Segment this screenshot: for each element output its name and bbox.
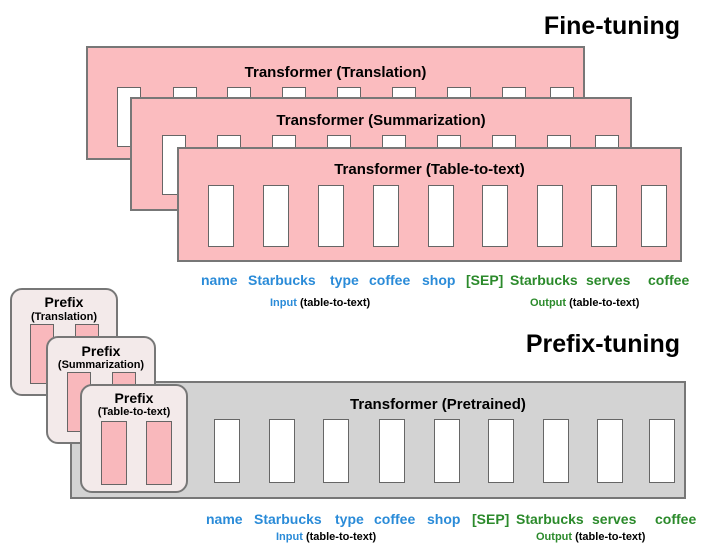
prefix-summarization-subtitle: (Summarization) <box>57 359 145 371</box>
token-slot <box>208 185 234 247</box>
token-slot <box>543 419 569 483</box>
token-slot <box>428 185 454 247</box>
token-slot <box>379 419 405 483</box>
prefix-table-to-text-subtitle: (Table-to-text) <box>97 406 171 418</box>
input-caption-label: Input <box>276 531 303 543</box>
prefix-summarization-title: Prefix <box>81 343 121 359</box>
output-caption-detail: (table-to-text) <box>569 297 640 309</box>
output-token: Starbucks <box>516 511 584 527</box>
token-slot <box>434 419 460 483</box>
output-token: Starbucks <box>510 272 578 288</box>
token-slot <box>263 185 289 247</box>
prefix-translation-title: Prefix <box>44 294 84 310</box>
input-token: type <box>330 272 359 288</box>
token-slot <box>482 185 508 247</box>
prefix-table-to-text-title: Prefix <box>114 390 154 406</box>
prefix-translation-subtitle: (Translation) <box>30 311 97 323</box>
transformer-translation-title: Transformer (Translation) <box>244 64 427 81</box>
output-token: serves <box>586 272 631 288</box>
token-slot <box>649 419 675 483</box>
transformer-table-to-text-panel: Transformer (Table-to-text) <box>177 147 682 262</box>
token-slot <box>214 419 240 483</box>
fine-tuning-title: Fine-tuning <box>543 12 680 40</box>
input-token: name <box>206 511 243 527</box>
output-token: [SEP] <box>472 511 510 527</box>
output-caption-detail: (table-to-text) <box>575 531 646 543</box>
input-caption-label: Input <box>270 297 297 309</box>
output-caption-label: Output <box>530 297 567 309</box>
input-caption-detail: (table-to-text) <box>299 297 371 309</box>
output-token: [SEP] <box>466 272 504 288</box>
transformer-pretrained-title: Transformer (Pretrained) <box>350 396 526 413</box>
input-caption-detail: (table-to-text) <box>305 531 377 543</box>
token-slot <box>537 185 563 247</box>
prefix-tuning-title: Prefix-tuning <box>525 330 680 358</box>
token-slot <box>323 419 349 483</box>
input-token: coffee <box>374 511 416 527</box>
output-token: coffee <box>648 272 690 288</box>
input-token: shop <box>422 272 456 288</box>
token-slot <box>488 419 514 483</box>
output-caption: Output (table-to-text) <box>536 531 645 543</box>
input-token: coffee <box>369 272 411 288</box>
token-slot <box>373 185 399 247</box>
input-caption: Input (table-to-text) <box>270 297 370 309</box>
output-caption-label: Output <box>536 531 573 543</box>
prefix-table-to-text-box: Prefix (Table-to-text) <box>80 384 188 493</box>
prefix-slot <box>146 421 172 485</box>
input-token: shop <box>427 511 461 527</box>
input-token: type <box>335 511 364 527</box>
input-token: Starbucks <box>254 511 322 527</box>
output-caption: Output (table-to-text) <box>530 297 639 309</box>
token-slot <box>641 185 667 247</box>
transformer-table-to-text-title: Transformer (Table-to-text) <box>334 161 525 178</box>
output-token: serves <box>592 511 637 527</box>
output-token: coffee <box>655 511 697 527</box>
input-token: name <box>201 272 238 288</box>
token-slot <box>591 185 617 247</box>
token-slot <box>597 419 623 483</box>
token-slot <box>269 419 295 483</box>
token-slot <box>318 185 344 247</box>
input-caption: Input (table-to-text) <box>276 531 376 543</box>
prefix-slot <box>101 421 127 485</box>
transformer-summarization-title: Transformer (Summarization) <box>276 112 486 129</box>
input-token: Starbucks <box>248 272 316 288</box>
